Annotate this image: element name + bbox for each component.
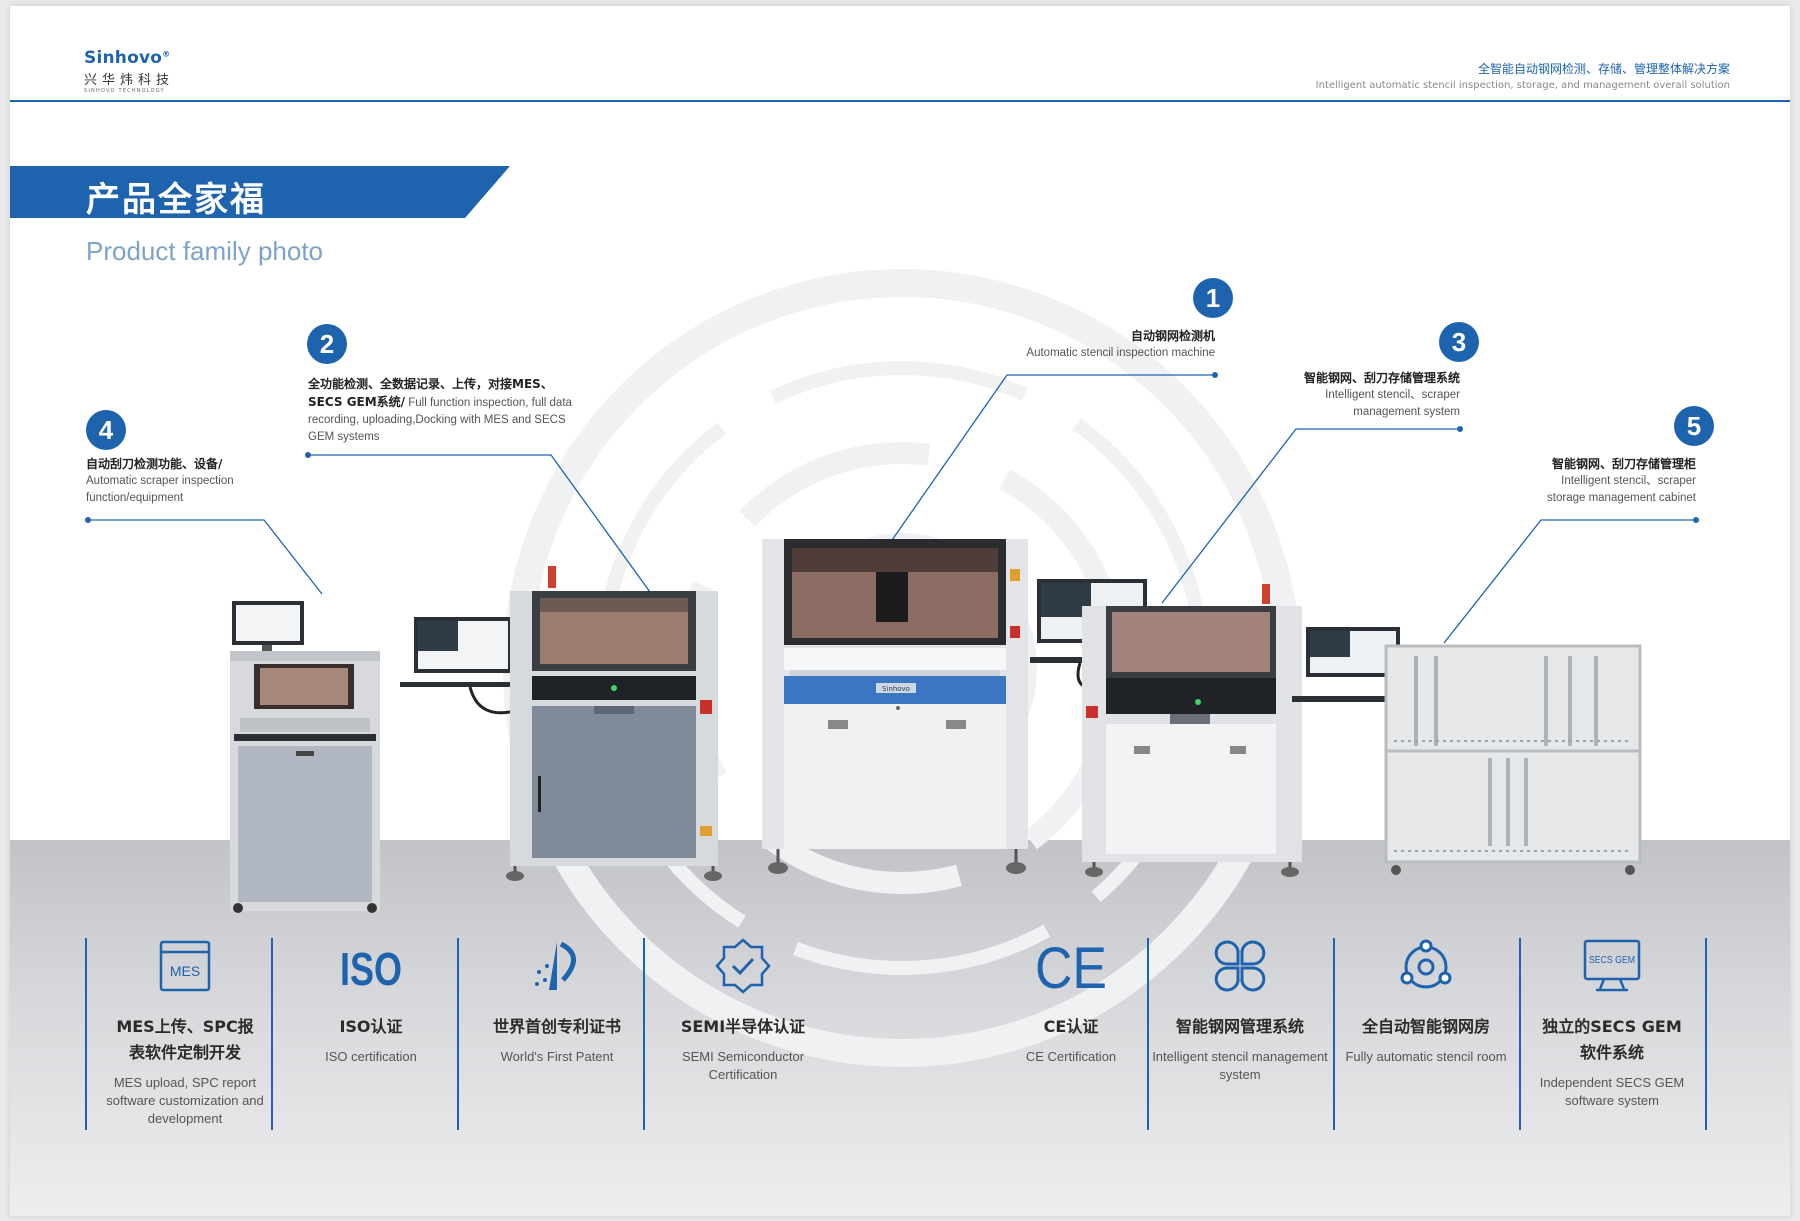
callout-number-4: 4: [86, 410, 126, 450]
cert-semi: SEMI半导体认证 SEMI Semiconductor Certificati…: [650, 936, 836, 1084]
callout-4-desc: Automatic scraper inspection function/eq…: [86, 475, 234, 504]
cert-mes-desc: MES upload, SPC report software customiz…: [106, 1075, 264, 1126]
cert-ce: CE CE认证 CE Certification: [978, 936, 1164, 1066]
svg-text:SECS GEM: SECS GEM: [1589, 955, 1635, 966]
callout-4-title: 自动刮刀检测功能、设备/: [86, 457, 223, 471]
mes-icon: MES: [92, 936, 278, 996]
callout-4: 自动刮刀检测功能、设备/ Automatic scraper inspectio…: [86, 456, 256, 507]
automation-icon: [1333, 936, 1519, 996]
tagline-english: Intelligent automatic stencil inspection…: [1315, 80, 1730, 91]
callout-number-2: 2: [307, 324, 347, 364]
cert-divider: [1705, 938, 1707, 1130]
cert-divider: [271, 938, 273, 1130]
brochure-page: Sinhovo® 兴华炜科技 SINHOVO TECHNOLOGY 全智能自动钢…: [10, 6, 1790, 1216]
header-tagline: 全智能自动钢网检测、存储、管理整体解决方案 Intelligent automa…: [1316, 60, 1730, 91]
cert-stencil-room-title: 全自动智能钢网房: [1361, 1017, 1490, 1036]
cert-mes-title-1: MES上传、SPC报: [116, 1017, 254, 1036]
cert-ce-desc: CE Certification: [1025, 1049, 1117, 1064]
logo-subtext: SINHOVO TECHNOLOGY: [84, 88, 165, 94]
cert-stencil-management: 智能钢网管理系统 Intelligent stencil management …: [1147, 936, 1333, 1084]
callout-5-desc: Intelligent stencil、scraper storage mana…: [1547, 475, 1696, 504]
cert-mes-title-2: 表软件定制开发: [128, 1043, 241, 1062]
section-subtitle: Product family photo: [86, 236, 324, 266]
cert-patent-desc: World's First Patent: [500, 1049, 614, 1064]
cert-stencil-management-desc: Intelligent stencil management system: [1152, 1049, 1328, 1082]
callout-2-desc: Full function inspection, full data reco…: [308, 397, 572, 443]
svg-text:CE: CE: [1035, 938, 1107, 994]
cert-divider: [85, 938, 87, 1130]
callout-5-title: 智能钢网、刮刀存储管理柜: [1551, 457, 1696, 471]
header-divider: [10, 100, 1790, 102]
callout-number-5: 5: [1674, 406, 1714, 446]
cert-iso: ISO ISO认证 ISO certification: [278, 936, 464, 1066]
full-function-inspection-machine: [400, 566, 722, 881]
company-logo: Sinhovo® 兴华炜科技 SINHOVO TECHNOLOGY: [84, 48, 174, 94]
tagline-chinese: 全智能自动钢网检测、存储、管理整体解决方案: [1477, 62, 1730, 76]
product-illustration: Sinhovo: [85, 269, 1699, 1067]
callout-3-title: 智能钢网、刮刀存储管理系统: [1303, 371, 1460, 385]
secs-gem-monitor-icon: SECS GEM: [1519, 936, 1705, 996]
cert-divider: [1333, 938, 1335, 1130]
leader-dots: [85, 372, 1699, 523]
callout-number-3: 3: [1439, 322, 1479, 362]
callout-3-desc: Intelligent stencil、scraper management s…: [1325, 389, 1460, 418]
stencil-storage-cabinet: [1292, 627, 1642, 875]
cert-mes: MES MES上传、SPC报表软件定制开发 MES upload, SPC re…: [92, 936, 278, 1128]
cert-secs-gem-title-2: 软件系统: [1579, 1043, 1644, 1062]
callout-1: 自动钢网检测机 Automatic stencil inspection mac…: [960, 328, 1215, 362]
cert-secs-gem: SECS GEM 独立的SECS GEM 软件系统 Independent SEC…: [1519, 936, 1705, 1110]
registered-mark: ®: [162, 49, 171, 59]
cert-divider: [643, 938, 645, 1130]
svg-text:MES: MES: [170, 963, 200, 979]
cert-patent-title: 世界首创专利证书: [492, 1017, 621, 1036]
logo-wordmark: Sinhovo: [84, 48, 163, 68]
iso-icon: ISO: [278, 936, 464, 996]
machine-brand-label: Sinhovo: [882, 685, 910, 693]
callout-2: 全功能检测、全数据记录、上传，对接MES、SECS GEM系统/ Full fu…: [308, 376, 578, 446]
cert-secs-gem-title-1: 独立的SECS GEM: [1542, 1017, 1682, 1036]
scraper-inspection-machine: [230, 601, 380, 913]
cert-secs-gem-desc: Independent SECS GEM software system: [1539, 1075, 1685, 1108]
cert-stencil-management-title: 智能钢网管理系统: [1175, 1017, 1304, 1036]
cert-stencil-room-desc: Fully automatic stencil room: [1345, 1049, 1507, 1064]
callout-3: 智能钢网、刮刀存储管理系统 Intelligent stencil、scrape…: [1280, 370, 1460, 421]
svg-text:ISO: ISO: [340, 943, 402, 992]
cert-stencil-room: 全自动智能钢网房 Fully automatic stencil room: [1333, 936, 1519, 1066]
cert-semi-desc: SEMI Semiconductor Certification: [681, 1049, 805, 1082]
leader-lines: [88, 374, 1696, 644]
cert-semi-title: SEMI半导体认证: [680, 1017, 806, 1036]
clover-icon: [1147, 936, 1333, 996]
callout-1-desc: Automatic stencil inspection machine: [1026, 347, 1215, 359]
section-banner: [10, 166, 510, 218]
ce-icon: CE: [978, 936, 1164, 996]
callout-number-1: 1: [1193, 278, 1233, 318]
cert-patent: 世界首创专利证书 World's First Patent: [464, 936, 650, 1066]
cert-divider: [457, 938, 459, 1130]
callout-5: 智能钢网、刮刀存储管理柜 Intelligent stencil、scraper…: [1530, 456, 1696, 507]
section-title: 产品全家福: [86, 180, 266, 220]
callout-2-title: 全功能检测、全数据记录、上传，对接MES、SECS GEM系统/: [308, 377, 553, 409]
callout-1-title: 自动钢网检测机: [1130, 329, 1215, 343]
patent-icon: [464, 936, 650, 996]
stencil-storage-system: [1030, 579, 1302, 877]
logo-chinese-name: 兴华炜科技: [84, 73, 175, 88]
stencil-inspection-machine: Sinhovo: [762, 539, 1028, 874]
cert-divider: [1519, 938, 1521, 1130]
cert-iso-desc: ISO certification: [325, 1049, 417, 1064]
cert-divider: [1147, 938, 1149, 1130]
cert-ce-title: CE认证: [1043, 1017, 1099, 1036]
cert-iso-title: ISO认证: [339, 1017, 403, 1036]
semi-badge-icon: [650, 936, 836, 996]
